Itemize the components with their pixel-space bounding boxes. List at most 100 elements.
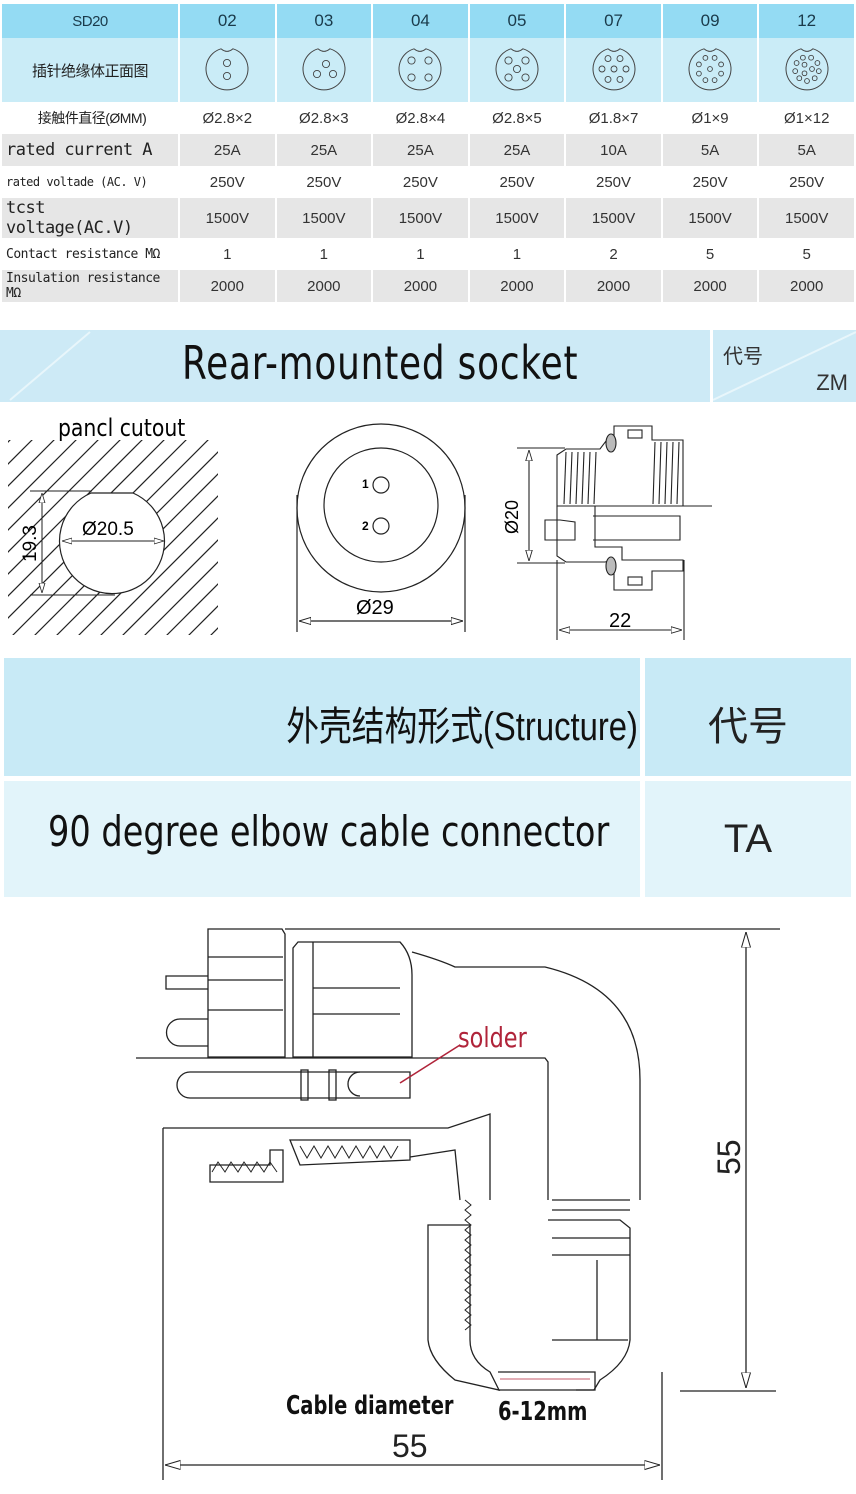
pin-hole (799, 54, 806, 61)
hatch-line (8, 440, 55, 487)
hatch-line (100, 517, 218, 635)
spec-row: tcst voltage(AC.V) 1500V 1500V 1500V 150… (2, 198, 854, 238)
spec-row: rated voltade (AC. V) 250V 250V 250V 250… (2, 166, 854, 198)
pin-hole (792, 68, 798, 74)
pin-hole (718, 70, 725, 77)
cell: 2000 (180, 270, 275, 302)
pin-face-outline (785, 48, 829, 91)
cell: Ø1×12 (759, 102, 854, 134)
pin-hole (512, 64, 522, 74)
panel-cutout-drawing: pancl cutout Ø20.5 19.3 (8, 414, 218, 635)
solder-label: solder (458, 1020, 527, 1053)
pin-face-icon (180, 38, 275, 102)
rear-socket-title: Rear-mounted socket (182, 336, 579, 390)
pin-hole (707, 66, 713, 72)
structure-name: 90 degree elbow cable connector (48, 807, 610, 856)
pin-2-label: 2 (362, 519, 369, 533)
thread-line (581, 451, 585, 505)
face-diameter: Ø29 (356, 597, 394, 619)
pin-face-icon (469, 38, 565, 102)
cell: 25A (276, 134, 372, 166)
pin-hole (521, 56, 530, 65)
row-label: Contact resistance MΩ (2, 238, 178, 270)
hatch-line (78, 495, 218, 635)
thread-line (563, 451, 567, 505)
spec-row: Insulation resistance MΩ 2000 2000 2000 … (2, 270, 854, 302)
row-label: 接触件直径(ØMM) (2, 102, 178, 134)
spec-table: SD20 02 03 04 05 07 09 12 插针绝缘体正面图 接触件直径… (0, 4, 856, 302)
row-label: Insulation resistance MΩ (2, 270, 178, 302)
pin-hole (702, 55, 709, 61)
pin-hole (807, 54, 814, 61)
model-name: SD20 (2, 4, 178, 38)
pin-hole (223, 58, 232, 68)
hatch-line (8, 440, 99, 531)
pin-face-outline (495, 48, 539, 91)
thread-line (587, 451, 591, 505)
thread-line (670, 441, 674, 505)
cable-range: 6-12mm (498, 1397, 587, 1426)
cell: 250V (759, 166, 854, 198)
col-header: 03 (276, 4, 372, 38)
cell: 250V (469, 166, 565, 198)
height-dimension: 55 (711, 1139, 747, 1175)
cell: Ø2.8×2 (180, 102, 275, 134)
width-dimension: 55 (392, 1428, 428, 1464)
cable-diameter-label: Cable diameter (286, 1391, 454, 1420)
pin-hole (702, 77, 709, 83)
cell: 1500V (180, 198, 275, 238)
pin-face-outline (302, 48, 346, 91)
pin-hole (811, 75, 818, 82)
pin-hole (407, 73, 416, 82)
cell: 1500V (469, 198, 565, 238)
structure-code-cell: TA (645, 781, 851, 897)
thread-line (569, 451, 573, 505)
cable-thread (464, 1199, 472, 1331)
solder-leader-line (399, 1044, 461, 1084)
pin-face-icon (566, 38, 661, 102)
thread-line (664, 441, 668, 505)
cell: 1500V (276, 198, 372, 238)
coupling-thread (299, 1145, 399, 1159)
cell: 1 (469, 238, 565, 270)
pin-hole (504, 56, 513, 65)
cell: 250V (180, 166, 275, 198)
thread-line (575, 451, 579, 505)
pin-hole (622, 65, 629, 73)
pin-face-outline (398, 48, 442, 91)
cell: Ø2.8×5 (469, 102, 565, 134)
cell: 250V (276, 166, 372, 198)
pin-hole (801, 70, 808, 77)
spec-row: rated current A 25A 25A 25A 25A 10A 5A 5… (2, 134, 854, 166)
cell: 1 (180, 238, 275, 270)
spec-header-row: SD20 02 03 04 05 07 09 12 (2, 4, 854, 38)
rear-socket-code-cell: 代号 ZM (713, 330, 856, 402)
flange-thread (211, 1161, 278, 1173)
cell: Ø2.8×3 (276, 102, 372, 134)
pin-hole (814, 60, 820, 66)
cutout-diameter: Ø20.5 (82, 519, 134, 540)
pin-face-icon (759, 38, 854, 102)
pin-hole (424, 73, 433, 82)
cell: 25A (373, 134, 468, 166)
cell: 1 (276, 238, 372, 270)
thread-line (676, 441, 680, 505)
thread-diameter: Ø20 (502, 500, 522, 534)
hatch-line (8, 440, 121, 553)
cell: 2000 (566, 270, 661, 302)
cell: 250V (662, 166, 758, 198)
col-header: 07 (566, 4, 661, 38)
panel-cutout-label: pancl cutout (58, 414, 186, 442)
cutout-flat-dim: 19.3 (20, 525, 41, 562)
pin-hole (793, 60, 800, 66)
row-label: rated current A (2, 134, 178, 166)
hatch-line (122, 539, 218, 635)
pin-hole (424, 56, 433, 65)
pin-hole (223, 71, 232, 81)
cell: 1500V (373, 198, 468, 238)
pin-face-icon (373, 38, 468, 102)
pin-hole (696, 70, 702, 77)
row-label: rated voltade (AC. V) (2, 166, 178, 198)
pin-hole (696, 61, 702, 68)
col-header: 12 (759, 4, 854, 38)
